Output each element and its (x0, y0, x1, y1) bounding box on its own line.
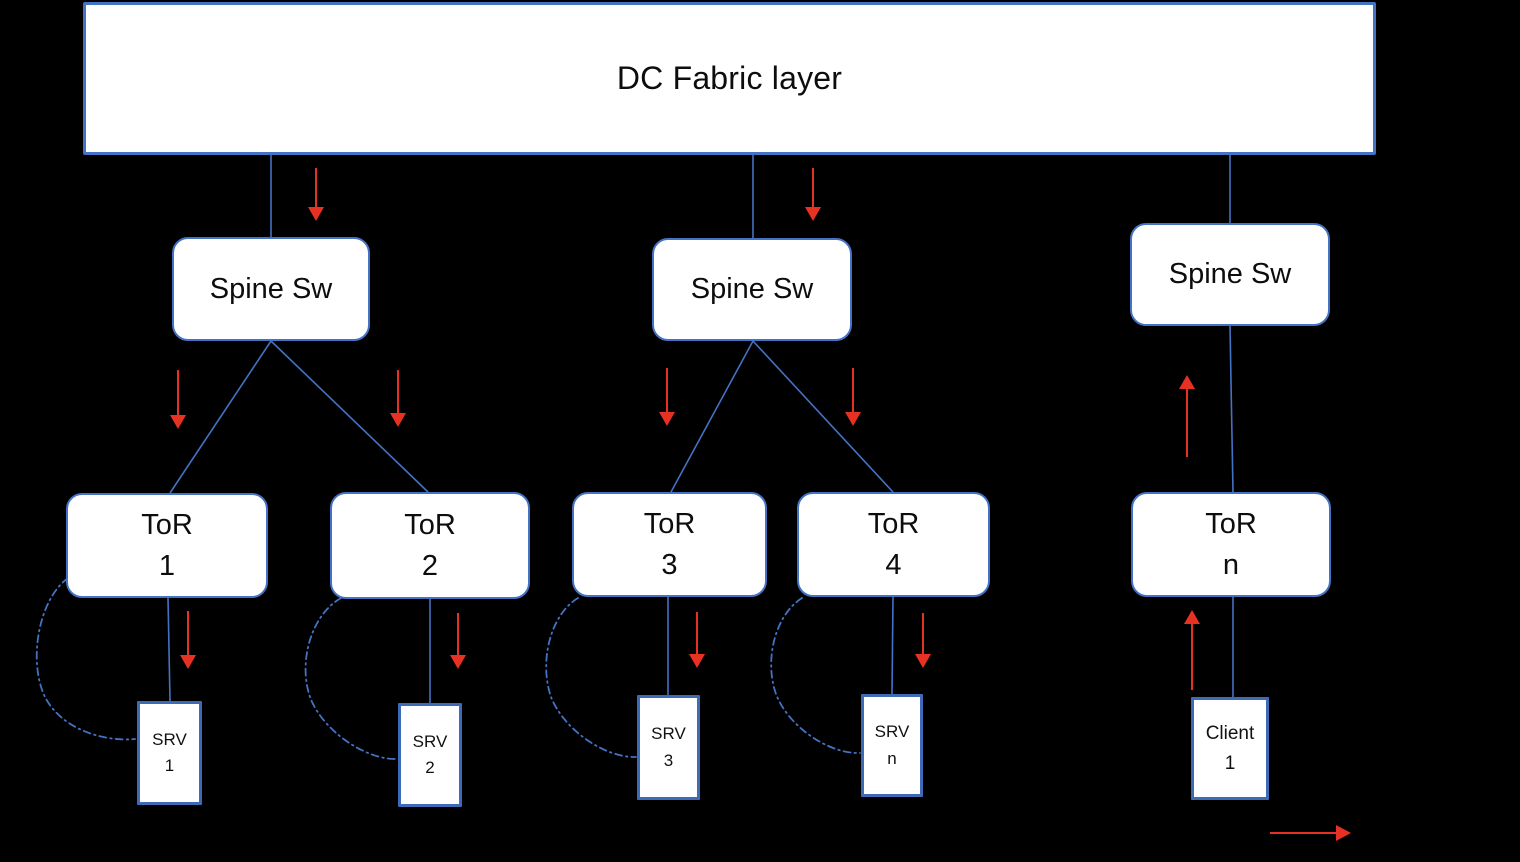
arrow-head (180, 655, 196, 669)
flow-arrow-down-spine2-tor4 (845, 368, 861, 426)
tor-switch-n-type: ToR (1205, 508, 1257, 541)
server-1-id: 1 (164, 756, 175, 775)
tor-switch-3-type: ToR (643, 508, 696, 541)
spine-switch-2-box: Spine Sw (652, 238, 852, 341)
server-3-id: 3 (663, 750, 674, 770)
tor-switch-3-box: ToR 3 (572, 492, 767, 597)
client-1-box: Client 1 (1191, 697, 1269, 800)
tor-switch-1-id: 1 (158, 549, 176, 582)
spine-switch-3-box: Spine Sw (1130, 223, 1330, 326)
flow-arrow-up-client1-torn (1184, 610, 1200, 690)
server-1-box: SRV 1 (137, 701, 202, 805)
tor-switch-n-box: ToR n (1131, 492, 1331, 597)
dc-fabric-layer-label: DC Fabric layer (616, 60, 843, 96)
server-1-type: SRV (152, 729, 187, 749)
flow-arrow-down-tor4-srvn (915, 613, 931, 668)
loopback-curve-tor1-srv1 (35, 577, 136, 741)
loopback-curve-tor4-srvn (770, 597, 861, 754)
connector-tor4-srvn (891, 596, 894, 695)
server-3-type: SRV (651, 724, 686, 744)
server-n-type: SRV (874, 722, 910, 742)
arrow-head (659, 412, 675, 426)
server-n-box: SRV n (861, 694, 923, 797)
arrow-head (689, 654, 705, 668)
connector-spine2-tor4 (752, 340, 894, 493)
flow-arrow-down-spine1-tor1 (170, 370, 186, 429)
tor-switch-n-id: n (1222, 548, 1240, 581)
tor-switch-2-type: ToR (404, 509, 456, 542)
tor-switch-4-type: ToR (867, 508, 920, 541)
server-n-id: n (887, 748, 897, 768)
arrow-head (1184, 610, 1200, 624)
flow-arrow-down-spine2-tor3 (659, 368, 675, 426)
tor-switch-1-type: ToR (141, 509, 193, 542)
arrow-head (845, 412, 861, 426)
arrow-head (170, 415, 186, 429)
connector-spine1-tor2 (270, 340, 429, 493)
client-1-id: 1 (1224, 752, 1236, 774)
arrow-head (915, 654, 931, 668)
connector-tor1-srv1 (167, 597, 171, 702)
server-2-id: 2 (425, 758, 435, 777)
flow-arrow-down-fabric-spine2 (805, 168, 821, 221)
connector-spine2-tor3 (670, 340, 754, 493)
flow-arrow-down-spine1-tor2 (390, 370, 406, 427)
client-1-type: Client (1205, 723, 1255, 745)
arrow-head (390, 413, 406, 427)
server-3-box: SRV 3 (637, 695, 700, 800)
tor-switch-3-id: 3 (661, 548, 678, 581)
flow-arrow-down-tor1-srv1 (180, 611, 196, 669)
dc-fabric-layer-box: DC Fabric layer (83, 2, 1376, 155)
flow-arrow-down-tor2-srv2 (450, 613, 466, 669)
spine-switch-2-label: Spine Sw (690, 273, 814, 305)
tor-switch-4-box: ToR 4 (797, 492, 990, 597)
tor-switch-2-id: 2 (421, 549, 439, 582)
tor-switch-4-id: 4 (885, 548, 902, 581)
spine-switch-3-label: Spine Sw (1168, 258, 1292, 290)
arrow-head (805, 207, 821, 221)
arrow-head (308, 207, 324, 221)
connector-spine3-torn (1229, 325, 1234, 493)
spine-switch-1-box: Spine Sw (172, 237, 370, 341)
flow-arrow-down-tor3-srv3 (689, 612, 705, 668)
arrow-head (1179, 375, 1195, 389)
spine-switch-1-label: Spine Sw (209, 272, 333, 305)
arrow-head (1336, 825, 1351, 841)
flow-arrow-up-torn-spine3 (1179, 375, 1195, 457)
flow-arrow-down-fabric-spine1 (308, 168, 324, 221)
connector-spine1-tor1 (169, 340, 272, 494)
loopback-curve-tor2-srv2 (304, 597, 398, 760)
server-2-type: SRV (412, 731, 448, 751)
server-2-box: SRV 2 (398, 703, 462, 807)
flow-arrow-right-bottom (1270, 825, 1351, 841)
tor-switch-1-box: ToR 1 (66, 493, 268, 598)
arrow-head (450, 655, 466, 669)
tor-switch-2-box: ToR 2 (330, 492, 530, 599)
loopback-curve-tor3-srv3 (545, 597, 637, 758)
